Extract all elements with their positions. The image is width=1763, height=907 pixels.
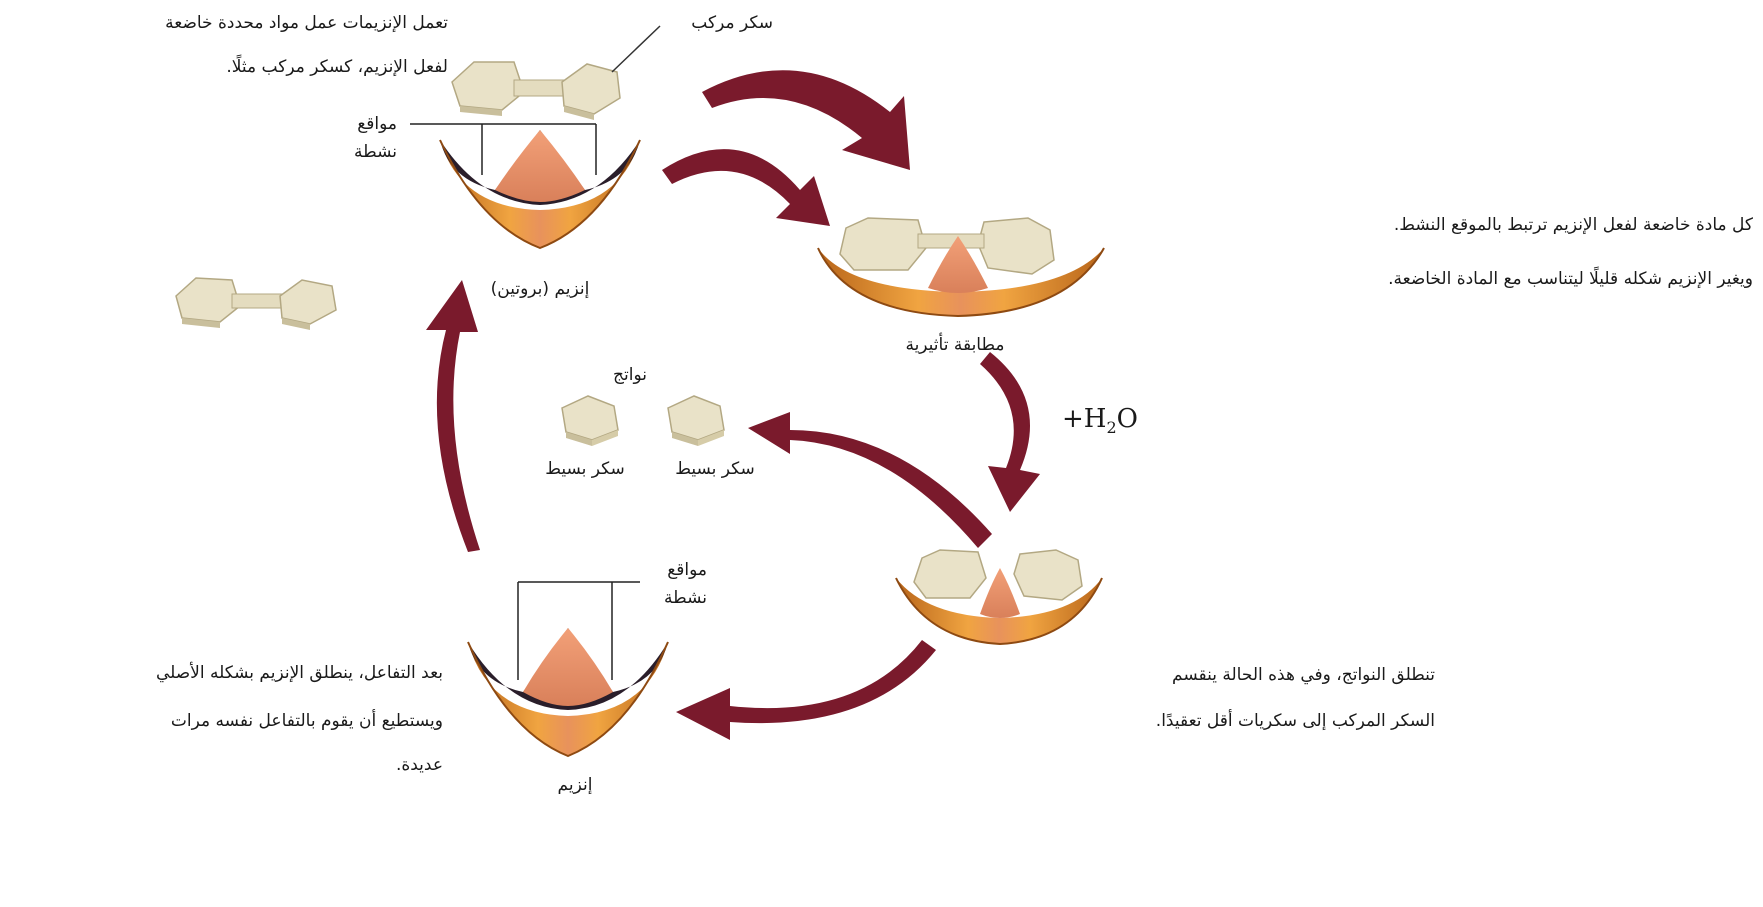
cycle-arrows [426,70,1040,740]
arrow-split-to-products [748,412,992,548]
induced-fit-complex [817,217,1105,318]
enzyme-protein-label: إنزيم (بروتين) [490,279,590,299]
after-text-line2: ويستطيع أن يقوم بالتفاعل نفسه مرات [170,711,443,731]
release-text-line1: تنطلق النواتج، وفي هذه الحالة ينقسم [1172,665,1435,685]
water-o: O [1116,404,1138,434]
arrow-sugar-to-fit [702,70,910,170]
active-sites-bracket-top [410,123,597,175]
binding-text-line2: ويغير الإنزيم شكله قليلًا ليتناسب مع الم… [1388,269,1753,289]
products-label: نواتج [613,365,647,385]
release-text-line2: السكر المركب إلى سكريات أقل تعقيدًا. [1155,711,1435,731]
complex-sugar-left [175,277,337,330]
water-subscript: 2 [1106,418,1117,438]
complex-sugar-label: سكر مركب [691,13,773,33]
active-sites-top-label-1: مواقع [357,114,397,134]
enzyme-top [439,130,641,250]
simple-sugar-right [667,395,725,446]
after-text-line1: بعد التفاعل، ينطلق الإنزيم بشكله الأصلي [155,663,443,683]
arrow-fit-to-split [980,352,1040,512]
arrow-split-to-enzyme [676,640,936,740]
simple-sugar-label-right: سكر بسيط [675,459,755,479]
after-text-line3: عديدة. [395,755,443,775]
complex-sugar-pointer [611,25,661,73]
water-formula: +H2O [1062,404,1138,437]
active-sites-bottom-label-1: مواقع [667,560,707,580]
arrow-enzyme-to-fit [662,149,830,226]
active-sites-bracket-bottom [517,581,640,680]
simple-sugar-left [561,395,619,446]
water-plus-h: +H [1062,404,1107,434]
complex-sugar-top [451,61,621,120]
active-sites-bottom-label-2: نشطة [664,588,707,608]
simple-sugar-label-left: سكر بسيط [545,459,625,479]
enzyme-bottom [467,628,669,758]
arrow-enzyme-return [426,280,480,552]
binding-text-line1: كل مادة خاضعة لفعل الإنزيم ترتبط بالموقع… [1393,215,1753,235]
intro-text-line1: تعمل الإنزيمات عمل مواد محددة خاضعة [165,13,448,33]
induced-fit-label: مطابقة تأثيرية [905,335,1005,355]
split-complex [895,549,1103,646]
intro-text-line2: لفعل الإنزيم، كسكر مركب مثلًا. [226,57,448,77]
enzyme-bottom-label: إنزيم [557,775,593,795]
active-sites-top-label-2: نشطة [354,142,397,162]
